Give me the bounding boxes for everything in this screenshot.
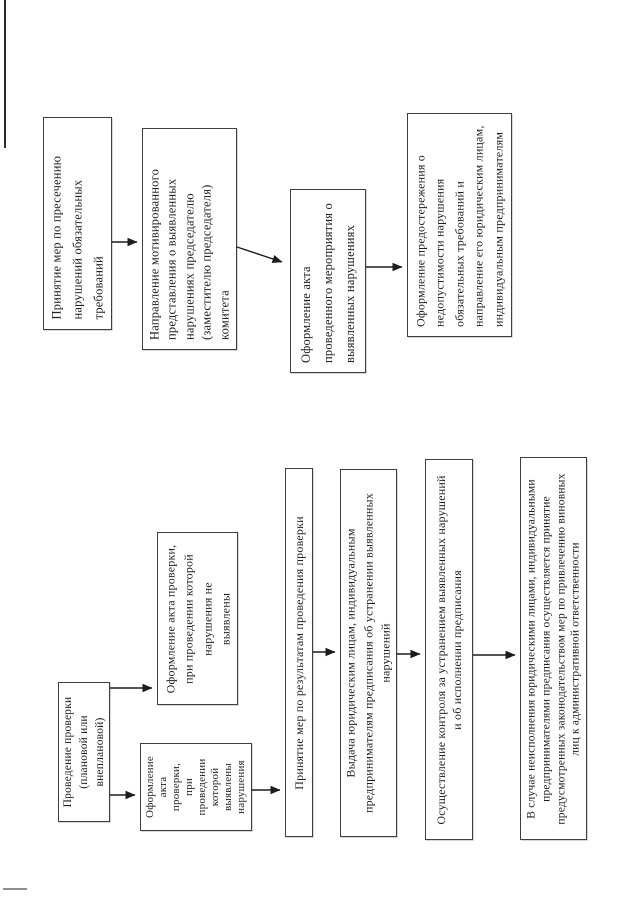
- flow-box-send-motivated-representation: Направление мотивированного представлени…: [142, 128, 237, 350]
- flow-box-administrative-liability: В случае неисполнения юридическими лицам…: [520, 457, 587, 840]
- flow-box-take-measures-suppression: Принятие мер по пресечению нарушений обя…: [43, 117, 112, 330]
- flow-box-act-violations-found-label: Оформление акта проверки, при проведении…: [144, 756, 247, 818]
- flow-box-draft-event-act-label: Оформление акта проведенного мероприятия…: [299, 203, 357, 363]
- flow-box-issue-order-label: Выдача юридическим лицам, индивидуальным…: [343, 492, 393, 814]
- flow-box-measures-by-results: Принятие мер по результатам проведения п…: [285, 468, 313, 837]
- flow-box-take-measures-suppression-label: Принятие мер по пресечению нарушений обя…: [49, 155, 105, 319]
- flow-box-send-motivated-representation-label: Направление мотивированного представлени…: [146, 168, 231, 340]
- flow-box-act-no-violations: Оформление акта проверки, при проведении…: [157, 532, 238, 705]
- flow-box-conduct-inspection: Проведение проверки (плановой или внепла…: [58, 682, 110, 822]
- flow-box-issue-order: Выдача юридическим лицам, индивидуальным…: [340, 469, 397, 837]
- page-edge-line: [4, 0, 6, 148]
- flow-box-draft-warning-label: Оформление предостережения о недопустимо…: [412, 125, 505, 327]
- flow-box-measures-by-results-label: Принятие мер по результатам проведения п…: [292, 515, 306, 790]
- flow-box-administrative-liability-label: В случае неисполнения юридическими лицам…: [524, 472, 582, 825]
- flow-box-control-elimination-label: Осуществление контроля за устранением вы…: [434, 474, 464, 825]
- flow-box-draft-event-act: Оформление акта проведенного мероприятия…: [290, 189, 366, 373]
- flow-box-act-violations-found: Оформление акта проверки, при проведении…: [140, 743, 252, 831]
- flow-box-control-elimination: Осуществление контроля за устранением вы…: [425, 459, 473, 840]
- flow-box-draft-warning: Оформление предостережения о недопустимо…: [407, 113, 512, 337]
- arrow-representation-to-event-act: [236, 246, 283, 264]
- page-margin-mark: [3, 888, 27, 890]
- flow-box-conduct-inspection-label: Проведение проверки (плановой или внепла…: [62, 696, 106, 808]
- flow-box-act-no-violations-label: Оформление акта проверки, при проведении…: [162, 544, 233, 693]
